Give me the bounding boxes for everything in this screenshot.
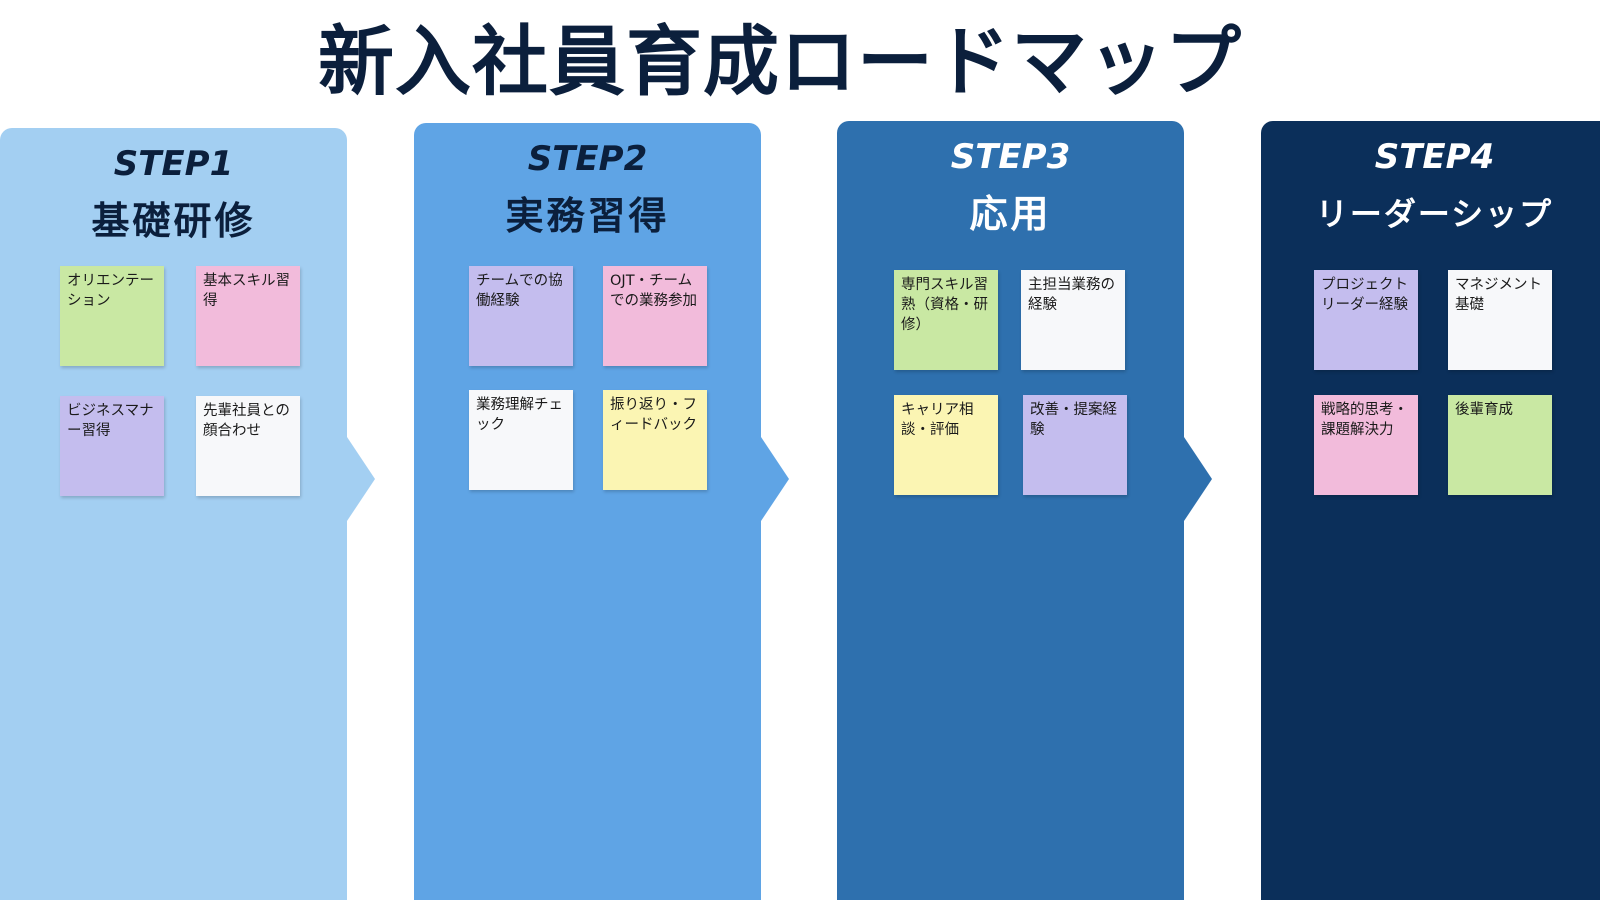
step-3-column: STEP3 応用 専門スキル習熟（資格・研修） 主担当業務の経験 キャリア相談・…	[837, 121, 1184, 900]
page-title: 新入社員育成ロードマップ	[318, 17, 1242, 106]
arrow-step2-to-step3	[761, 437, 789, 521]
sticky-note[interactable]: キャリア相談・評価	[894, 395, 998, 495]
sticky-note[interactable]: 基本スキル習得	[196, 266, 300, 366]
step-4-title: リーダーシップ	[1315, 195, 1554, 233]
sticky-note[interactable]: オリエンテーション	[60, 266, 164, 366]
sticky-note[interactable]: 後輩育成	[1448, 395, 1552, 495]
arrow-step3-to-step4	[1184, 437, 1212, 521]
sticky-note[interactable]: 振り返り・フィードバック	[603, 390, 707, 490]
sticky-note[interactable]: 業務理解チェック	[469, 390, 573, 490]
sticky-note[interactable]: ビジネスマナー習得	[60, 396, 164, 496]
step-1-title: 基礎研修	[91, 199, 256, 243]
step-2-label: STEP2	[527, 139, 648, 179]
sticky-note[interactable]: OJT・チームでの業務参加	[603, 266, 707, 366]
step-1-label: STEP1	[113, 144, 234, 184]
arrow-step1-to-step2	[347, 437, 375, 521]
sticky-note[interactable]: 改善・提案経験	[1023, 395, 1127, 495]
step-3-title: 応用	[969, 192, 1052, 236]
sticky-note[interactable]: 戦略的思考・課題解決力	[1314, 395, 1418, 495]
sticky-note[interactable]: 専門スキル習熟（資格・研修）	[894, 270, 998, 370]
sticky-note[interactable]: 主担当業務の経験	[1021, 270, 1125, 370]
step-1-column: STEP1 基礎研修 オリエンテーション 基本スキル習得 ビジネスマナー習得 先…	[0, 128, 347, 900]
step-4-label: STEP4	[1374, 137, 1495, 177]
sticky-note[interactable]: 先輩社員との顔合わせ	[196, 396, 300, 496]
step-3-label: STEP3	[950, 137, 1071, 177]
step-2-column: STEP2 実務習得 チームでの協働経験 OJT・チームでの業務参加 業務理解チ…	[414, 123, 761, 900]
sticky-note[interactable]: プロジェクトリーダー経験	[1314, 270, 1418, 370]
sticky-note[interactable]: チームでの協働経験	[469, 266, 573, 366]
step-4-column: STEP4 リーダーシップ プロジェクトリーダー経験 マネジメント基礎 戦略的思…	[1261, 121, 1600, 900]
step-2-title: 実務習得	[505, 194, 670, 238]
sticky-note[interactable]: マネジメント基礎	[1448, 270, 1552, 370]
